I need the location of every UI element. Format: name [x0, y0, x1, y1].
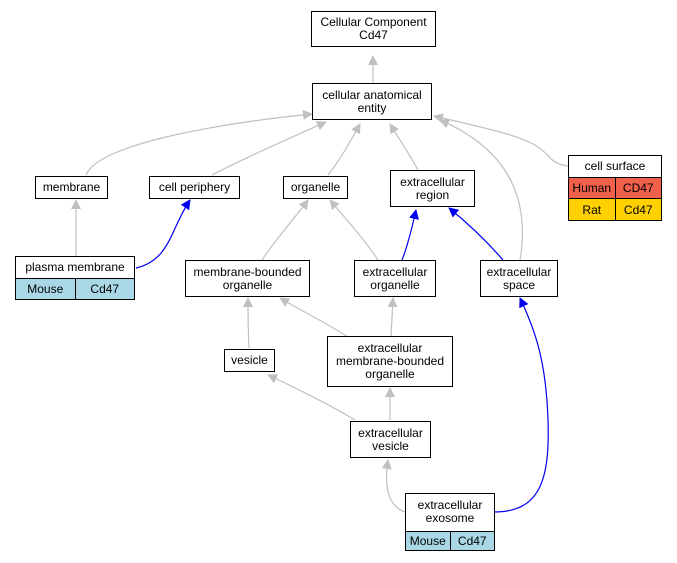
- node-vesicle-label: vesicle: [231, 353, 268, 367]
- node-root-label: Cellular Component Cd47: [320, 15, 427, 42]
- annotation-row-mouse: Mouse Cd47: [16, 278, 135, 299]
- node-extracellular-region[interactable]: extracellular region: [390, 170, 475, 207]
- species-label: Rat: [582, 202, 602, 217]
- edge-extorganelle-to-organelle: [329, 199, 379, 261]
- gene-label: CD47: [614, 177, 662, 199]
- cell-surface-title: cell surface: [569, 156, 661, 178]
- edge-organelle-to-cae: [327, 123, 361, 176]
- node-ext-space-label: extracellular space: [486, 264, 552, 292]
- species-label: Human: [572, 181, 612, 195]
- edge-cellsurface-to-cae: [433, 113, 569, 167]
- annotation-row-mouse: Mouse Cd47: [406, 531, 495, 550]
- node-cae-label: cellular anatomical entity: [322, 87, 422, 115]
- node-extracellular-organelle[interactable]: extracellular organelle: [354, 260, 436, 297]
- annotation-row-rat: Rat Cd47: [569, 198, 662, 221]
- node-membrane-bounded-organelle[interactable]: membrane-bounded organelle: [185, 260, 310, 297]
- node-cell-surface[interactable]: cell surface Human CD47 Rat Cd47: [568, 155, 662, 221]
- exosome-title: extracellular exosome: [406, 494, 494, 532]
- edge-extvesicle-to-vesicle: [267, 374, 356, 421]
- node-vesicle[interactable]: vesicle: [224, 349, 275, 372]
- edge-periphery-to-cae: [211, 121, 327, 176]
- node-extracellular-vesicle[interactable]: extracellular vesicle: [350, 421, 431, 458]
- node-membrane-label: membrane: [42, 180, 101, 194]
- node-root[interactable]: Cellular Component Cd47: [311, 11, 436, 47]
- edge-mborganelle-to-organelle: [261, 199, 309, 261]
- node-periphery-label: cell periphery: [158, 180, 231, 194]
- node-extracellular-membrane-bounded-organelle[interactable]: extracellular membrane-bounded organelle: [327, 336, 453, 387]
- edge-extorganelle-to-extregion: [401, 209, 419, 261]
- edge-extspace-to-cae: [439, 118, 523, 261]
- edge-extmb-to-extorganelle: [387, 297, 398, 338]
- node-cellular-anatomical-entity[interactable]: cellular anatomical entity: [312, 83, 432, 120]
- edge-extregion-to-cae: [389, 123, 419, 171]
- node-ext-organelle-label: extracellular organelle: [362, 264, 428, 292]
- node-ext-mb-organelle-label: extracellular membrane-bounded organelle: [335, 341, 445, 381]
- edge-plasma-to-periphery: [135, 199, 191, 269]
- node-cell-periphery[interactable]: cell periphery: [149, 176, 240, 199]
- edge-exosome-to-extspace: [493, 297, 549, 513]
- node-organelle[interactable]: organelle: [283, 176, 348, 199]
- gene-label: Cd47: [74, 278, 135, 299]
- node-extracellular-exosome[interactable]: extracellular exosome Mouse Cd47: [405, 493, 495, 551]
- edge-exosome-to-extvesicle: [381, 459, 406, 513]
- node-plasma-membrane[interactable]: plasma membrane Mouse Cd47: [15, 256, 135, 300]
- edge-vesicle-to-mborganelle: [243, 297, 254, 349]
- node-extracellular-space[interactable]: extracellular space: [480, 260, 558, 297]
- node-organelle-label: organelle: [290, 180, 341, 194]
- edge-extspace-to-extregion: [448, 207, 504, 261]
- node-ext-vesicle-label: extracellular vesicle: [358, 425, 423, 453]
- node-mb-organelle-label: membrane-bounded organelle: [193, 264, 302, 292]
- plasma-membrane-title: plasma membrane: [16, 257, 134, 279]
- node-ext-region-label: extracellular region: [400, 174, 465, 202]
- species-label: Mouse: [409, 533, 446, 548]
- node-membrane[interactable]: membrane: [35, 176, 108, 199]
- edge-membrane-to-cae: [85, 109, 313, 176]
- species-label: Mouse: [27, 281, 64, 296]
- gene-label: Cd47: [614, 199, 662, 221]
- edge-extmb-to-mborganelle: [279, 297, 349, 338]
- annotation-row-human: Human CD47: [569, 177, 662, 199]
- gene-label: Cd47: [449, 531, 495, 550]
